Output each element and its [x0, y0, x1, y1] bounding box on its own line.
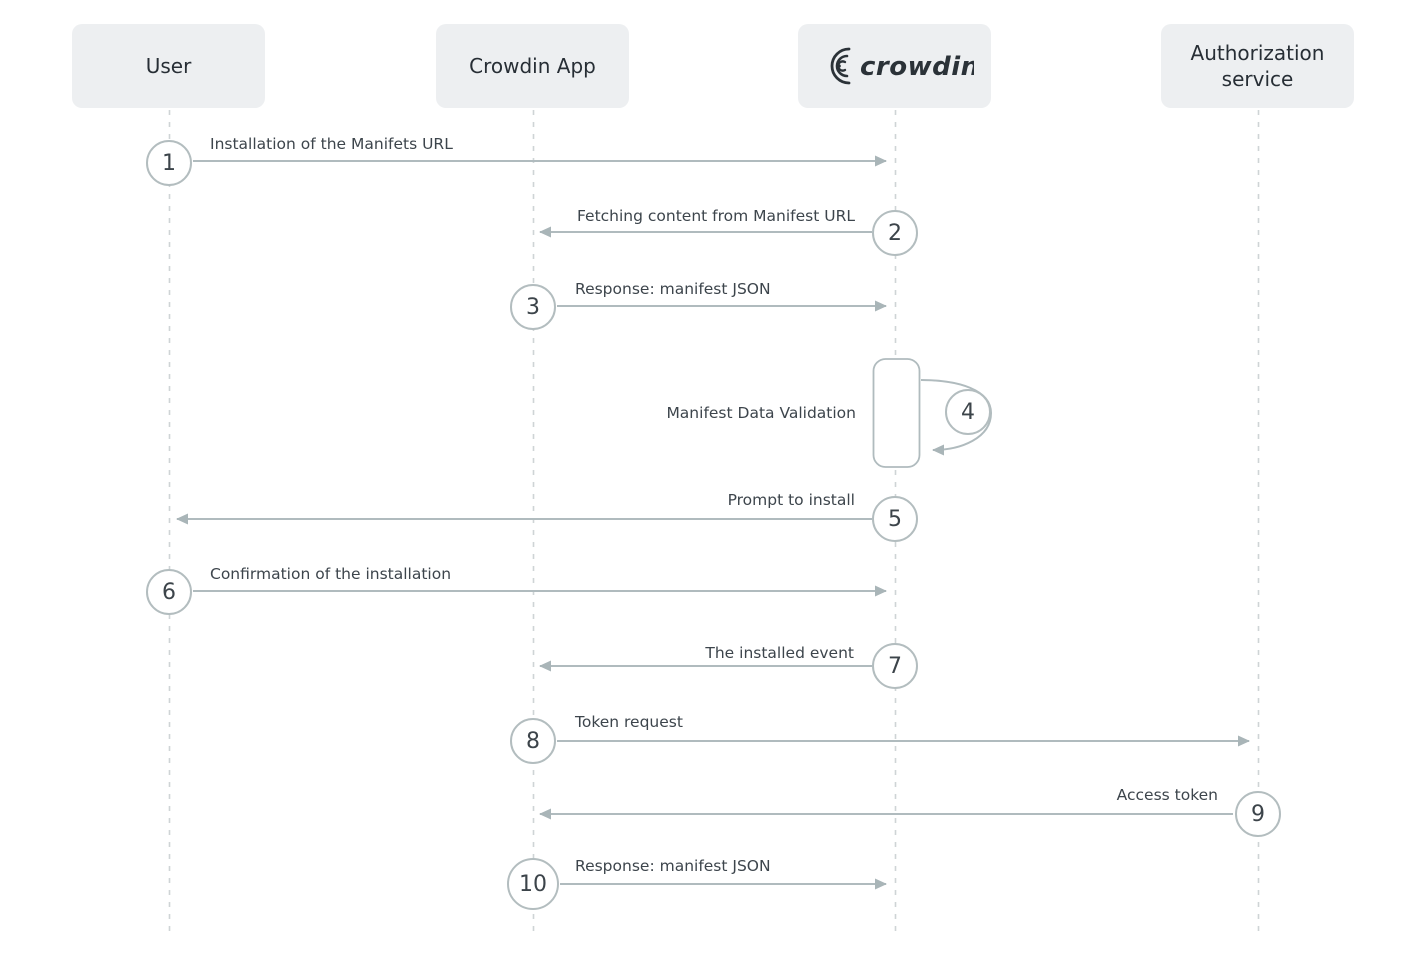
- step-circle-9: 9: [1235, 791, 1281, 837]
- step-number-3: 3: [526, 294, 540, 320]
- step-circle-4: 4: [945, 389, 991, 435]
- step-number-5: 5: [888, 506, 902, 532]
- message-label-3: Response: manifest JSON: [575, 280, 771, 298]
- crowdin-logo: crowdin: [830, 47, 974, 85]
- crowdin-logo-text: crowdin: [860, 52, 974, 82]
- message-label-2: Fetching content from Manifest URL: [576, 207, 855, 225]
- activation-box-manifest-validation: [872, 358, 921, 468]
- step-circle-5: 5: [872, 496, 918, 542]
- actor-box-crowdin: crowdin: [798, 24, 991, 108]
- step-number-1: 1: [162, 150, 176, 176]
- step-circle-1: 1: [146, 140, 192, 186]
- crowdin-swoosh-icon: [830, 47, 850, 85]
- step-circle-6: 6: [146, 569, 192, 615]
- message-label-1: Installation of the Manifets URL: [210, 135, 453, 153]
- step-number-6: 6: [162, 579, 176, 605]
- step-number-10: 10: [519, 871, 547, 897]
- step-number-2: 2: [888, 220, 902, 246]
- step-circle-7: 7: [872, 643, 918, 689]
- message-label-4: Manifest Data Validation: [666, 404, 856, 422]
- actor-label-authorization-service: Authorization service: [1190, 41, 1325, 91]
- step-number-9: 9: [1251, 801, 1265, 827]
- actor-box-user: User: [72, 24, 265, 108]
- step-number-8: 8: [526, 728, 540, 754]
- message-label-7: The installed event: [705, 644, 854, 662]
- message-label-5: Prompt to install: [727, 491, 855, 509]
- self-loop-message-4: [920, 379, 993, 456]
- step-number-7: 7: [888, 653, 902, 679]
- message-label-9: Access token: [1116, 786, 1218, 804]
- step-number-4: 4: [961, 399, 975, 425]
- step-circle-2: 2: [872, 210, 918, 256]
- message-label-10: Response: manifest JSON: [575, 857, 771, 875]
- step-circle-3: 3: [510, 284, 556, 330]
- step-circle-10: 10: [507, 858, 559, 910]
- actor-label-user: User: [145, 54, 192, 78]
- actor-box-crowdin-app: Crowdin App: [436, 24, 629, 108]
- message-label-8: Token request: [575, 713, 683, 731]
- actor-label-crowdin-app: Crowdin App: [469, 54, 596, 78]
- actor-box-authorization-service: Authorization service: [1161, 24, 1354, 108]
- step-circle-8: 8: [510, 718, 556, 764]
- message-label-6: Confirmation of the installation: [210, 565, 452, 583]
